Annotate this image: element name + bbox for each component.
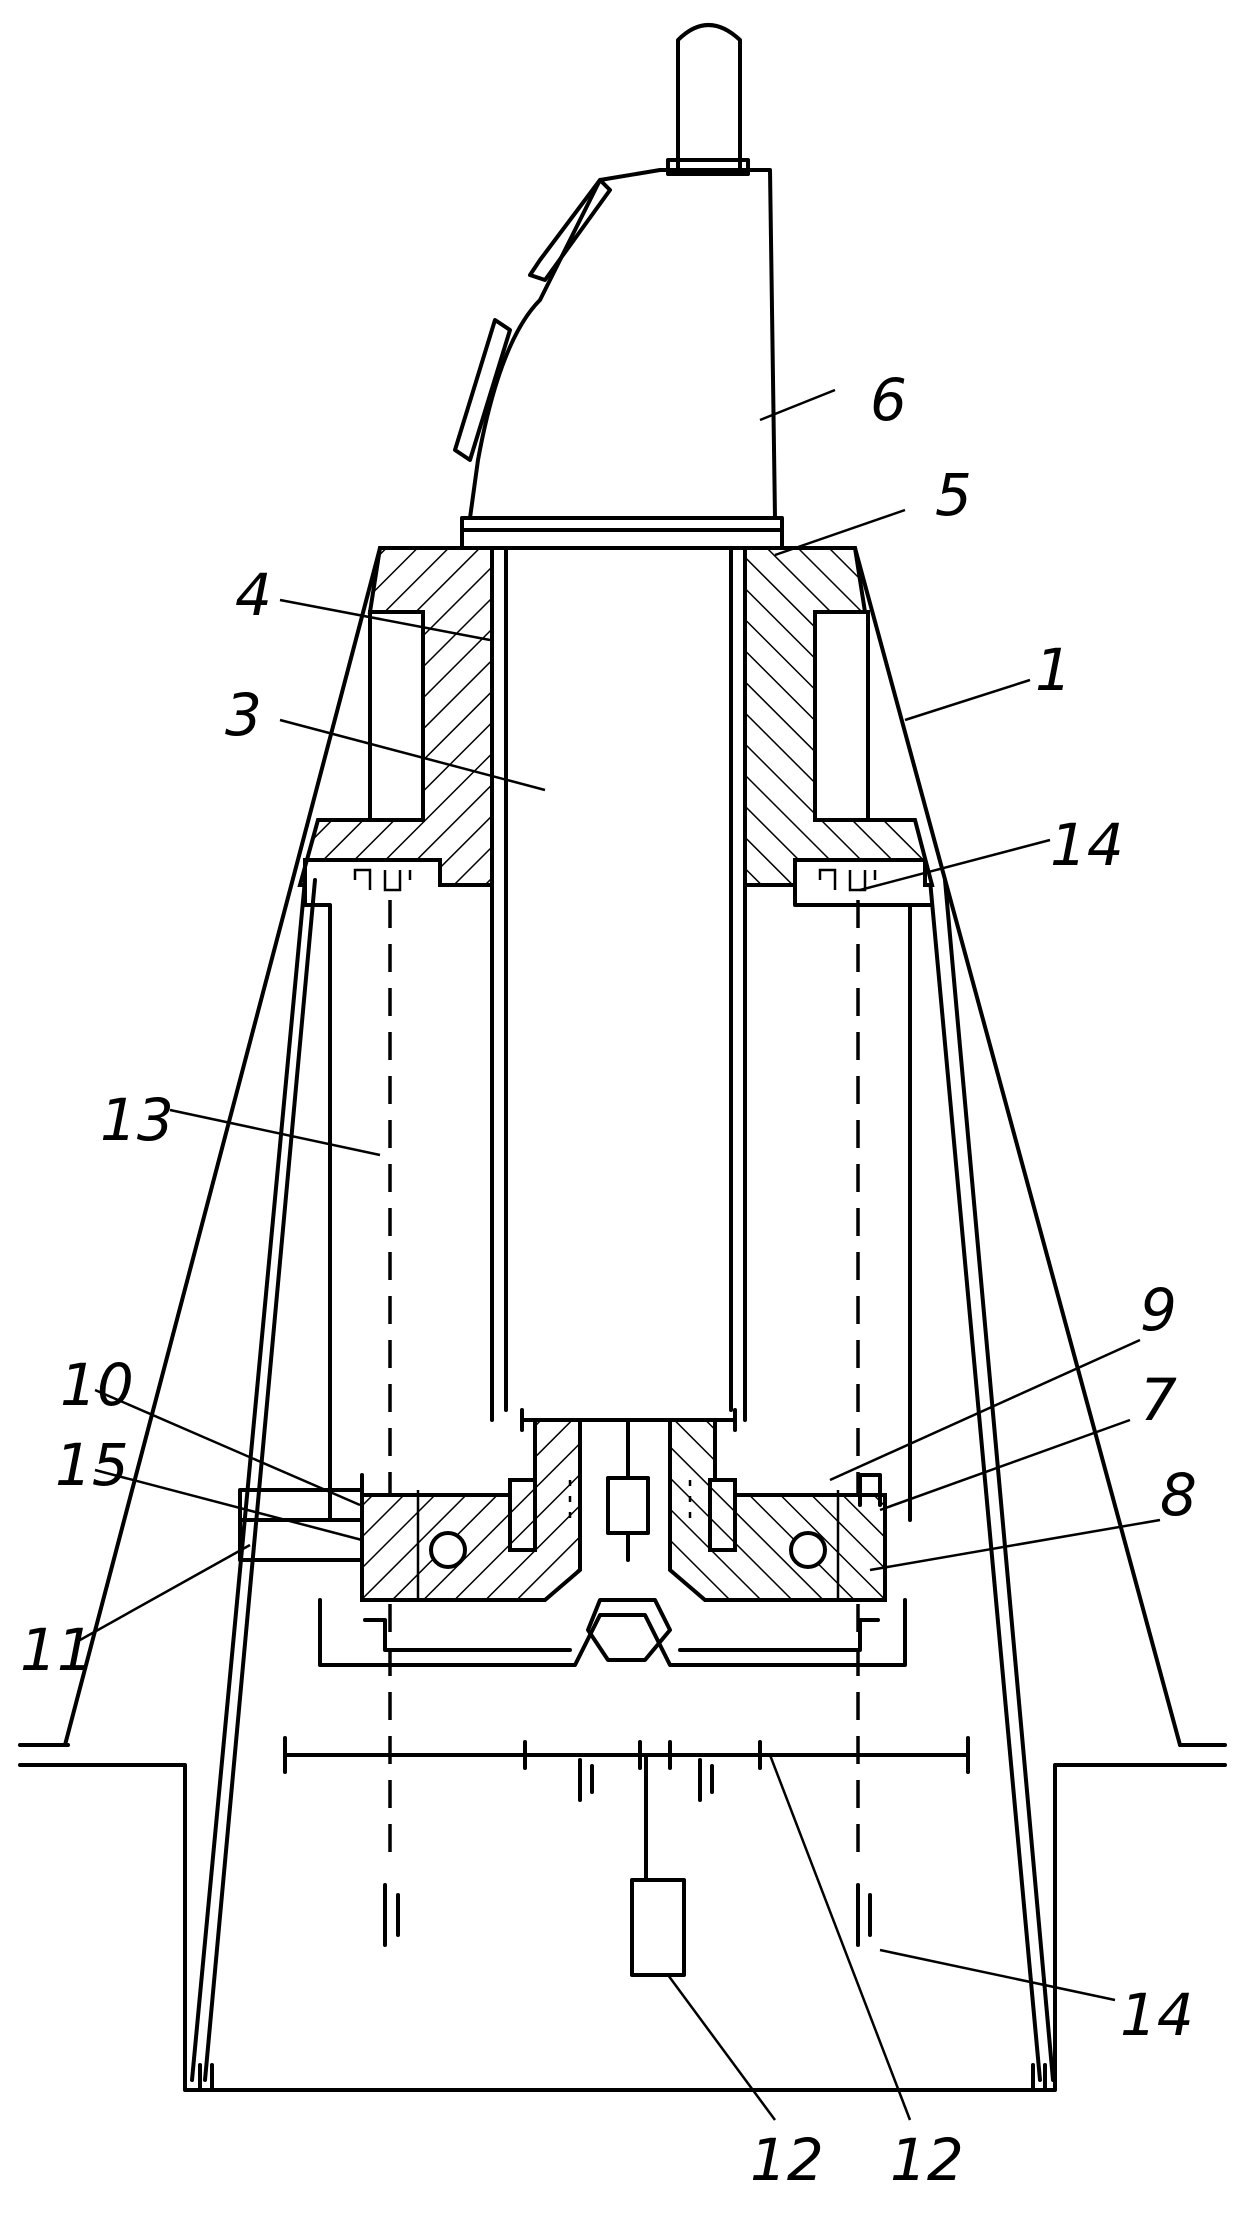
- inner-walls: [305, 885, 930, 1520]
- label-6: 6: [870, 366, 907, 434]
- label-3: 3: [225, 681, 262, 749]
- label-15: 15: [55, 1431, 129, 1499]
- label-8: 8: [1160, 1461, 1197, 1529]
- label-1: 1: [1035, 636, 1072, 704]
- bearing-assembly: [240, 1420, 885, 1600]
- outer-cone-housing: [65, 548, 1180, 2080]
- dashed-shafts: [390, 900, 858, 1855]
- label-13: 13: [100, 1086, 174, 1154]
- label-7: 7: [1140, 1366, 1177, 1434]
- central-column: [506, 548, 731, 1410]
- label-14-top: 14: [1050, 811, 1124, 879]
- label-9: 9: [1140, 1276, 1177, 1344]
- base-scale: [200, 1738, 1045, 2090]
- label-10: 10: [60, 1351, 134, 1419]
- label-14-bottom: 14: [1120, 1981, 1194, 2049]
- leader-lines: [80, 390, 1160, 2120]
- guide-sleeves: [492, 548, 745, 885]
- label-12-right: 12: [890, 2126, 964, 2194]
- upper-block: [300, 548, 932, 885]
- label-12-left: 12: [750, 2126, 824, 2194]
- label-4: 4: [235, 561, 272, 629]
- label-11: 11: [20, 1616, 94, 1684]
- ground-base: [20, 1745, 1225, 2090]
- reference-labels: 6 5 1 4 3 14 13 9 7 8 10 15 11 14 12 12: [20, 366, 1197, 2194]
- top-head-unit: [455, 25, 782, 548]
- label-5: 5: [935, 461, 972, 529]
